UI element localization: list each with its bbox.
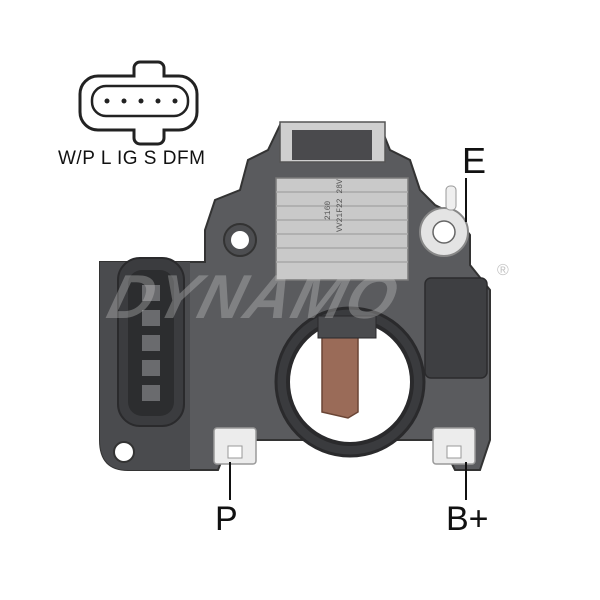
connector-diagram: [78, 60, 199, 146]
connector-outline: [78, 60, 199, 146]
e-terminal-tab: [445, 185, 457, 211]
regulator-body: 2160 VV21F22 28V: [99, 121, 491, 471]
mount-hole: [231, 231, 249, 249]
e-terminal-label: E: [462, 140, 487, 181]
mount-hole: [113, 441, 135, 463]
p-terminal-hole: [227, 445, 243, 459]
registered-mark: ®: [497, 262, 509, 279]
carbon-brush: [321, 329, 359, 419]
chip-marking-2: VV21F22 28V: [336, 179, 345, 232]
e-terminal-hole: [432, 220, 456, 244]
brush-holder: [317, 315, 377, 339]
p-terminal-label: P: [215, 500, 238, 538]
socket-pin: [142, 310, 160, 326]
chip-marking-1: 2160: [324, 201, 333, 220]
b-plus-terminal-label: B+: [446, 500, 489, 538]
pin-dot: [104, 98, 110, 104]
socket-pin: [142, 385, 160, 401]
pin-dot: [172, 98, 178, 104]
pin-dot: [138, 98, 144, 104]
brand-watermark: DYNAMO: [100, 263, 407, 332]
pin-dot: [155, 98, 161, 104]
socket-pin: [142, 360, 160, 376]
connector-inner: [90, 84, 190, 118]
socket-pin: [142, 335, 160, 351]
right-block: [424, 277, 488, 379]
b-plus-terminal-hole: [446, 445, 462, 459]
pin-dot: [121, 98, 127, 104]
socket-pin: [142, 285, 160, 301]
heatsink: [275, 177, 409, 281]
pinout-label: W/P L IG S DFM: [58, 148, 206, 169]
top-tab-inner: [292, 130, 372, 160]
